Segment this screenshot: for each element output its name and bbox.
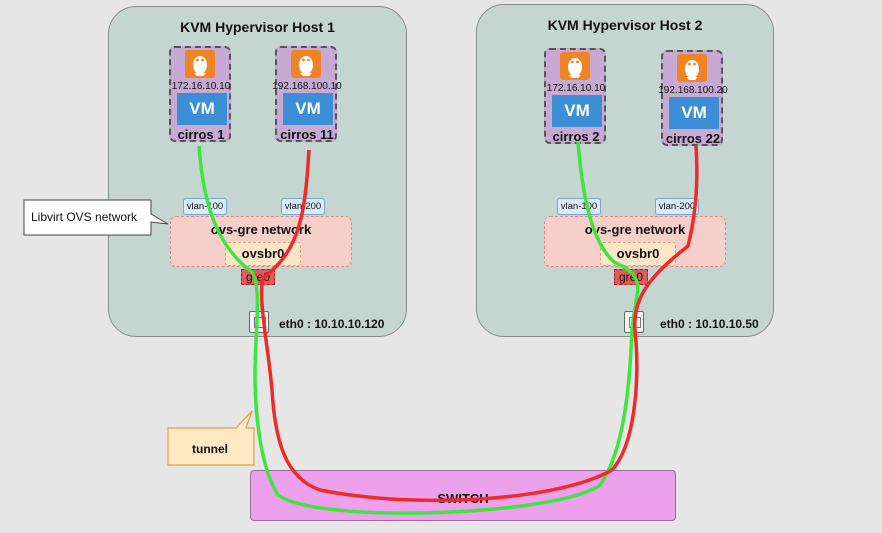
vm-cirros-2[interactable]: 172.16.10.10 VM cirros 2 (544, 48, 606, 144)
ethernet-port-icon (624, 311, 644, 333)
host-title: KVM Hypervisor Host 1 (180, 19, 335, 35)
vm-badge: VM (552, 95, 602, 127)
vm-ip: 172.16.10.10 (546, 83, 606, 94)
network-switch: SWITCH (250, 470, 676, 521)
linux-tux-icon (560, 52, 590, 80)
vm-name: cirros 11 (280, 127, 334, 142)
tunnel-callout: tunnel (192, 442, 228, 456)
vm-ip: 172.16.10.10 (171, 81, 231, 92)
vm-cirros-1[interactable]: 172.16.10.10 VM cirros 1 (169, 46, 231, 142)
vm-name: cirros 22 (665, 131, 721, 146)
vm-ip: 192.168.100.20 (658, 85, 728, 96)
vm-name: cirros 2 (552, 129, 600, 144)
vm-name: cirros 1 (177, 127, 225, 142)
ovs-network-label: ovs-gre network (210, 222, 312, 237)
ovs-bridge: ovsbr0 (600, 242, 676, 266)
ovs-network-label: ovs-gre network (584, 222, 686, 237)
vm-cirros-11[interactable]: 192.168.100.10 VM cirros 11 (272, 46, 342, 142)
vm-badge: VM (283, 93, 333, 125)
vm-badge: VM (669, 97, 719, 129)
vlan-100-tag: vlan-100 (183, 198, 227, 215)
ethernet-port-icon (249, 311, 269, 333)
linux-tux-icon (677, 54, 707, 82)
gre-interface: gre0 (614, 269, 648, 285)
switch-label: SWITCH (437, 491, 489, 506)
gre-interface: gre0 (241, 269, 275, 285)
eth0-label: eth0 : 10.10.10.120 (279, 317, 385, 331)
hypervisor-host-1: KVM Hypervisor Host 1 (108, 6, 407, 337)
vlan-200-tag: vlan-200 (281, 198, 325, 215)
libvirt-ovs-callout: Libvirt OVS network (31, 210, 138, 224)
vm-ip: 192.168.100.10 (272, 81, 342, 92)
hypervisor-host-2: KVM Hypervisor Host 2 (476, 4, 774, 337)
linux-tux-icon (185, 50, 215, 78)
vm-cirros-22[interactable]: 192.168.100.20 VM cirros 22 (658, 50, 728, 146)
ovs-bridge: ovsbr0 (225, 242, 301, 266)
eth0-label: eth0 : 10.10.10.50 (660, 317, 759, 331)
vlan-100-tag: vlan-100 (557, 198, 601, 215)
linux-tux-icon (291, 50, 321, 78)
vm-badge: VM (177, 93, 227, 125)
tunnel-callout-shape (167, 410, 255, 466)
vlan-200-tag: vlan-200 (655, 198, 699, 215)
host-title: KVM Hypervisor Host 2 (547, 17, 703, 33)
